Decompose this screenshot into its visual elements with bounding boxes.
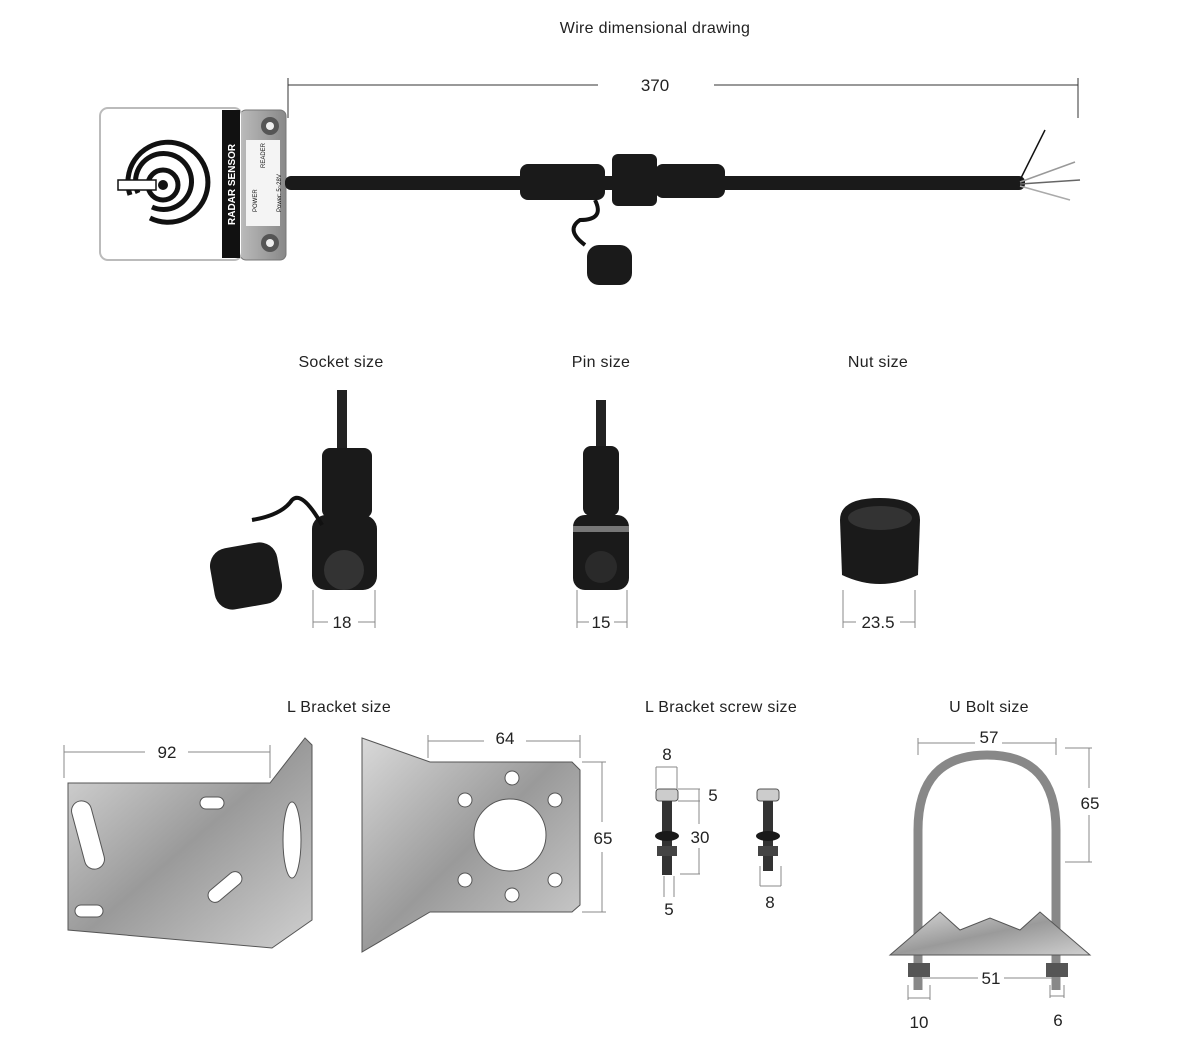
l-bracket-screw-image xyxy=(655,788,780,875)
nut-dimension-value: 23.5 xyxy=(861,613,894,632)
sensor-power-led-label: POWER xyxy=(253,189,259,212)
l-bracket-screw-size-title: L Bracket screw size xyxy=(645,699,797,716)
screw-head-height-value: 5 xyxy=(708,786,717,805)
pin-dimension-value: 15 xyxy=(592,613,611,632)
screw2-width-value: 8 xyxy=(765,893,774,912)
screw-thread-value: 5 xyxy=(664,900,673,919)
l-bracket-side-width-value: 64 xyxy=(496,729,515,748)
u-bolt-size-title: U Bolt size xyxy=(949,699,1029,716)
u-bolt-thread-right-value: 6 xyxy=(1053,1011,1062,1030)
l-bracket-front-image xyxy=(67,737,313,949)
sensor-power-spec: Power: 5~28V xyxy=(277,174,283,212)
cable-with-connector-image xyxy=(285,129,1081,285)
l-bracket-screw-dimensions: 8 5 30 5 8 xyxy=(655,745,782,919)
socket-image xyxy=(209,390,377,610)
u-bolt-image xyxy=(888,750,1092,990)
sensor-reader-led-label: READER xyxy=(261,142,267,168)
socket-dimension: 18 xyxy=(312,590,376,632)
u-bolt-thread-value: 10 xyxy=(910,1013,929,1032)
l-bracket-side-dimensions: 64 65 xyxy=(427,729,613,913)
wire-drawing-title: Wire dimensional drawing xyxy=(560,20,750,37)
u-bolt-height-value: 65 xyxy=(1081,794,1100,813)
socket-dimension-value: 18 xyxy=(333,613,352,632)
pin-dimension: 15 xyxy=(576,590,628,632)
nut-size-title: Nut size xyxy=(848,354,908,371)
screw-head-width-value: 8 xyxy=(662,745,671,764)
l-bracket-width-dimension: 92 xyxy=(63,743,271,778)
pin-size-title: Pin size xyxy=(572,354,630,371)
sensor-name: RADAR SENSOR xyxy=(227,143,238,225)
l-bracket-width-value: 92 xyxy=(158,743,177,762)
l-bracket-size-title: L Bracket size xyxy=(287,699,391,716)
nut-dimension: 23.5 xyxy=(842,590,916,632)
l-bracket-height-value: 65 xyxy=(594,829,613,848)
pin-image xyxy=(573,400,629,590)
socket-size-title: Socket size xyxy=(298,354,383,371)
radar-sensor-image: RADAR SENSOR POWER READER Power: 5~28V xyxy=(99,107,287,261)
u-bolt-inner-value: 51 xyxy=(982,969,1001,988)
wire-length-dimension: 370 xyxy=(287,76,1079,118)
u-bolt-width-value: 57 xyxy=(980,728,999,747)
screw-length-value: 30 xyxy=(691,828,710,847)
u-bolt-dimensions: 57 65 51 10 6 xyxy=(907,728,1100,1032)
wire-length-value: 370 xyxy=(641,76,669,95)
nut-image xyxy=(840,498,920,584)
l-bracket-side-image xyxy=(361,737,581,953)
